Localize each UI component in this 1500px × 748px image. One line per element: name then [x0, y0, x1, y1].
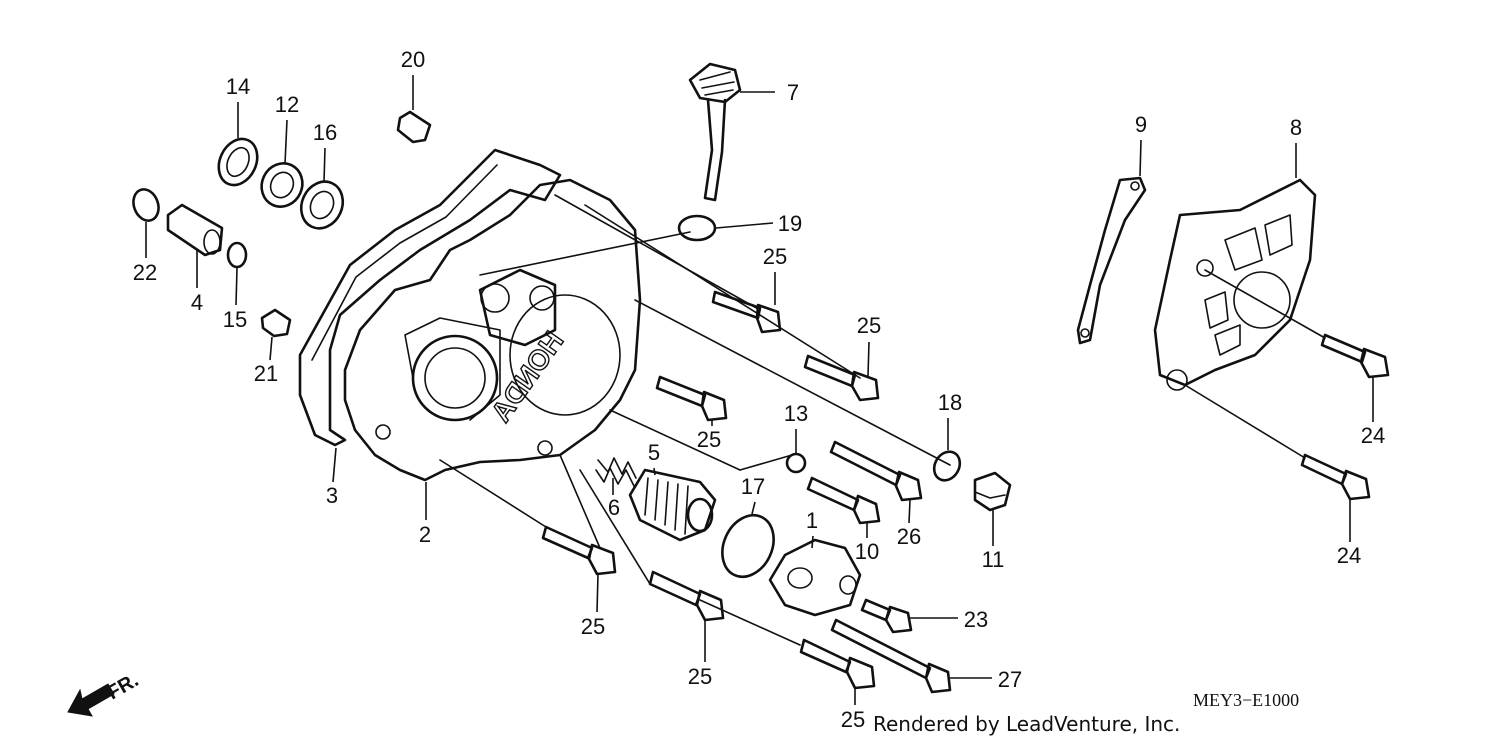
front-direction-indicator: FR.: [67, 669, 143, 717]
callout-19: 19: [778, 211, 802, 236]
front-direction-label: FR.: [104, 669, 143, 704]
nut-part-22: [132, 188, 160, 222]
spring-part-6: [595, 457, 637, 487]
bolt-part-27: [830, 618, 952, 694]
bolt-part-10: [806, 476, 881, 525]
washer-part-13: [785, 452, 807, 474]
bolt-part-24-upper: [1320, 333, 1390, 379]
callout-25: 25: [841, 707, 865, 732]
callout-2: 2: [419, 522, 431, 547]
callout-4: 4: [191, 290, 203, 315]
callout-14: 14: [226, 74, 250, 99]
callout-8: 8: [1290, 115, 1302, 140]
callout-24: 24: [1337, 543, 1361, 568]
bolt-part-25-upper-right: [803, 354, 880, 402]
callout-25: 25: [688, 664, 712, 689]
bolt-part-25-bottom: [799, 638, 876, 690]
bolt-part-25-middle: [655, 375, 728, 422]
assembly-lines: [439, 194, 1326, 646]
washer-part-18: [932, 450, 962, 482]
callout-25: 25: [857, 313, 881, 338]
dowel-pin-part-21: [260, 308, 292, 338]
crankcase-cover-part-2: HONDA: [343, 178, 642, 482]
gasket-part-3: [298, 148, 562, 447]
washer-part-15: [226, 241, 248, 269]
callout-27: 27: [998, 667, 1022, 692]
callout-12: 12: [275, 92, 299, 117]
o-ring-part-19: [677, 214, 717, 242]
chain-guide-part-9: [1076, 176, 1147, 345]
diagram-code: MEY3−E1000: [1193, 690, 1299, 710]
callout-11: 11: [982, 547, 1005, 572]
sprocket-cover-part-8: [1153, 178, 1317, 391]
bolt-part-25-lower-middle: [648, 570, 725, 622]
leader-lines: [145, 75, 1374, 705]
bolt-part-26: [829, 440, 923, 502]
callout-24: 24: [1361, 423, 1385, 448]
dowel-pin-part-20: [396, 110, 432, 144]
o-ring-part-17: [721, 513, 775, 579]
bearing-part-16: [299, 180, 345, 230]
callout-25: 25: [581, 614, 605, 639]
bolt-part-24-lower: [1300, 453, 1371, 501]
callout-15: 15: [223, 307, 247, 332]
callout-21: 21: [254, 361, 278, 386]
oil-filler-cap-part-7: [688, 62, 742, 202]
callout-13: 13: [784, 401, 808, 426]
callout-26: 26: [897, 524, 921, 549]
callout-10: 10: [855, 539, 879, 564]
oil-filter-part-5: [628, 468, 717, 542]
bolt-part-25-lower-left: [541, 525, 617, 576]
seal-part-14: [217, 137, 259, 187]
callout-6: 6: [608, 495, 620, 520]
callout-17: 17: [741, 474, 765, 499]
callout-18: 18: [938, 390, 962, 415]
callout-20: 20: [401, 47, 425, 72]
front-arrow-icon: [67, 683, 115, 717]
callout-5: 5: [648, 440, 660, 465]
callout-25: 25: [697, 427, 721, 452]
callout-1: 1: [806, 508, 818, 533]
callout-23: 23: [964, 607, 988, 632]
callout-3: 3: [326, 483, 338, 508]
callout-9: 9: [1135, 112, 1147, 137]
callout-22: 22: [133, 260, 157, 285]
filter-cover-part-1: [768, 538, 862, 617]
bolt-part-25-top: [711, 290, 782, 334]
seal-part-12: [260, 162, 304, 208]
shaft-part-4: [166, 203, 224, 257]
bolt-part-23: [860, 598, 913, 634]
drain-plug-part-11: [973, 471, 1012, 512]
callout-16: 16: [313, 120, 337, 145]
callout-25: 25: [763, 244, 787, 269]
render-credit: Rendered by LeadVenture, Inc.: [873, 712, 1180, 736]
callout-7: 7: [787, 80, 799, 105]
